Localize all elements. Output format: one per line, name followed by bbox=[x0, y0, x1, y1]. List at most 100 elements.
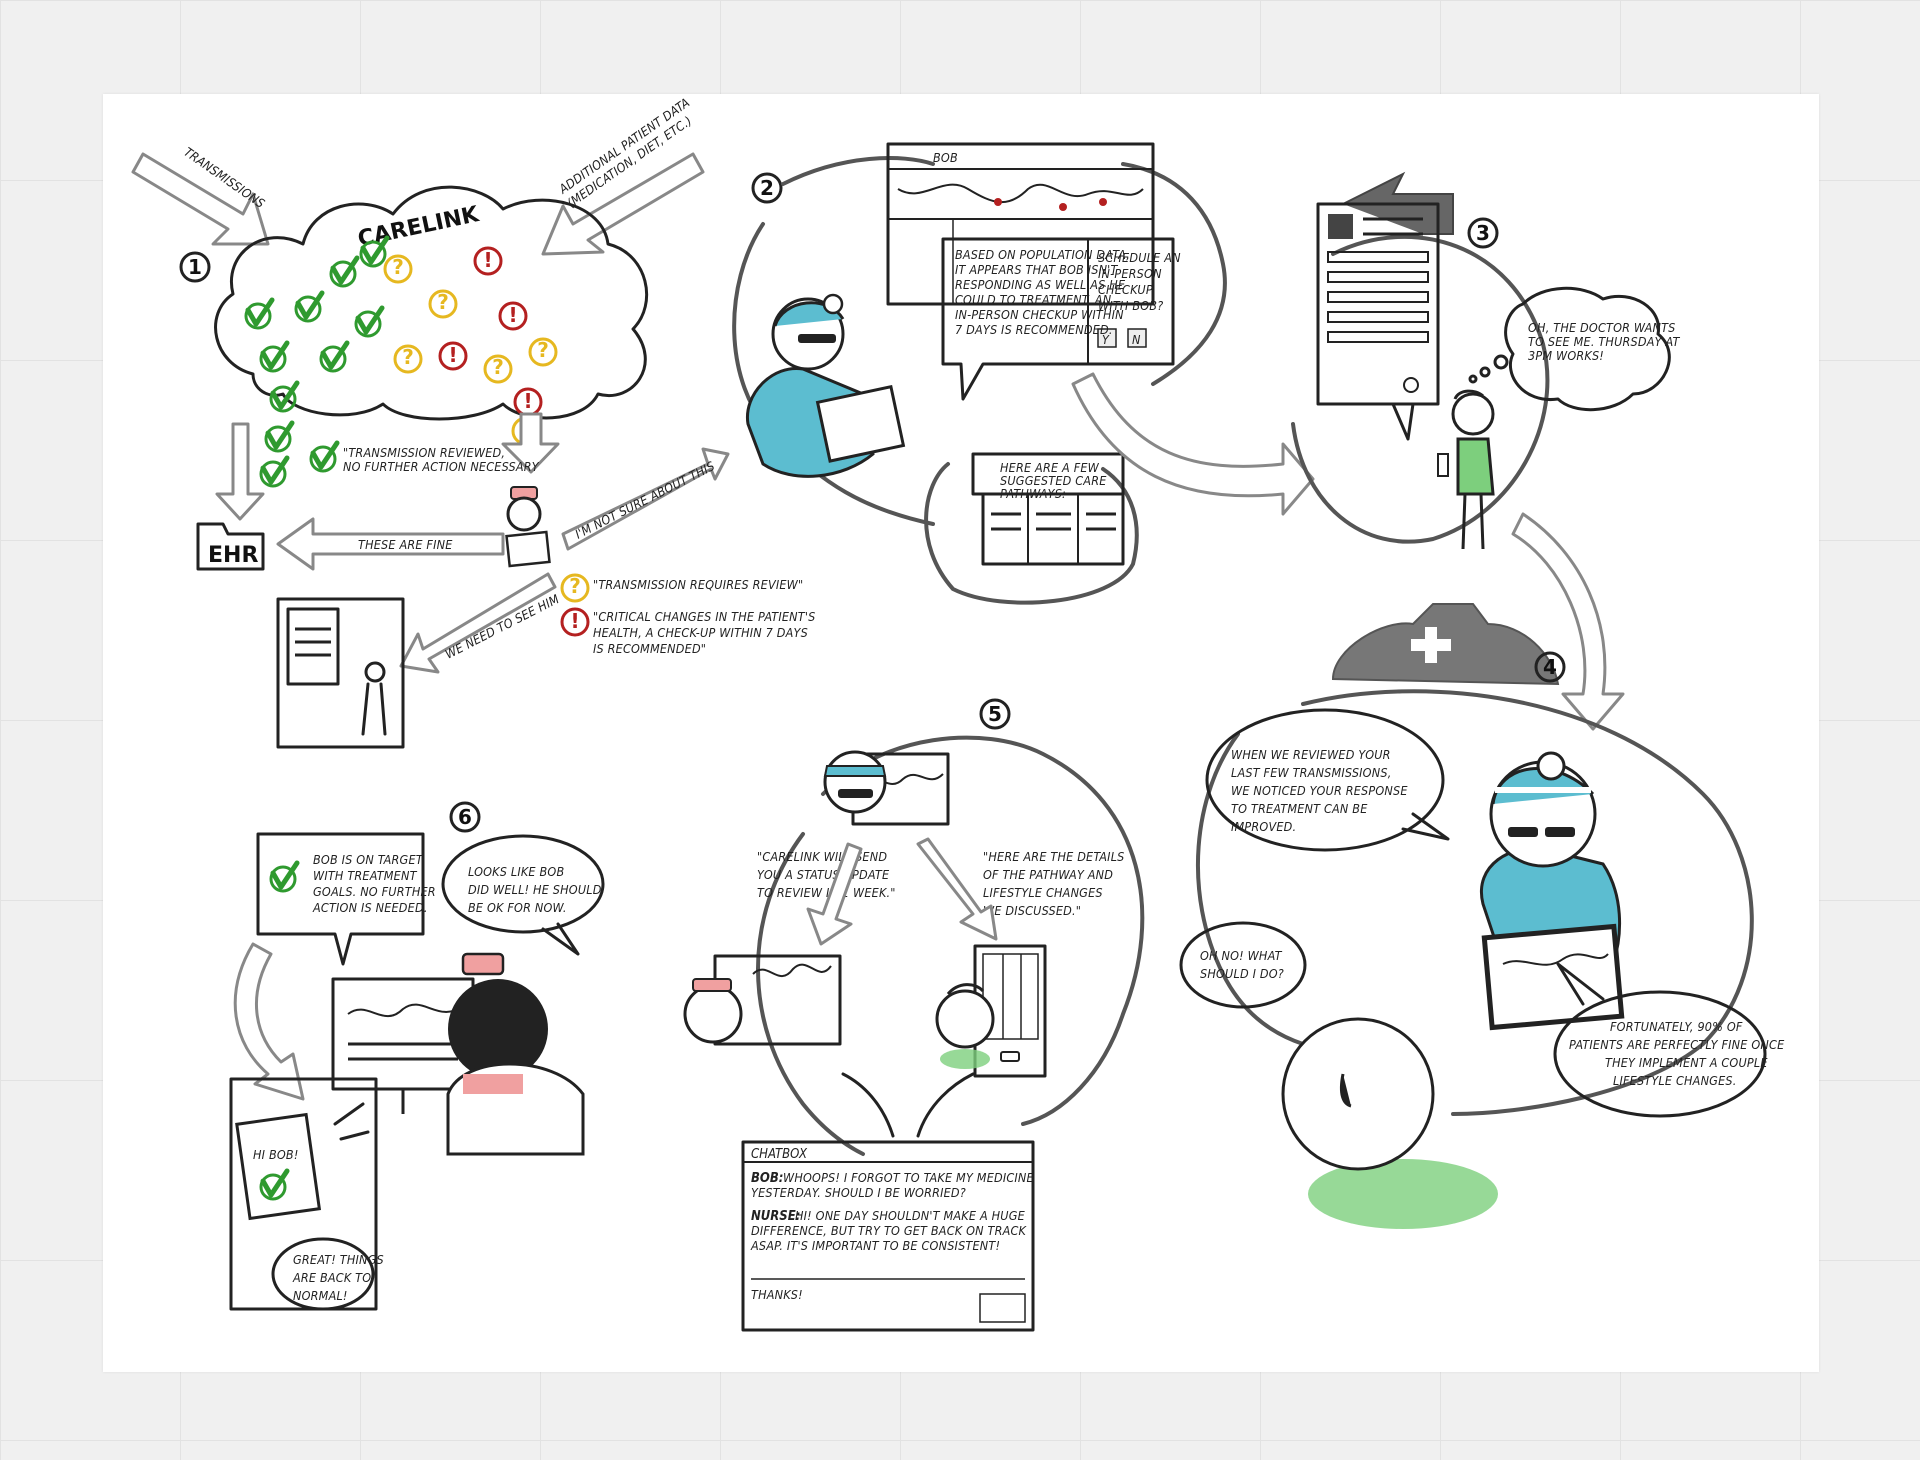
status-update-line2: YOU A STATUS UPDATE bbox=[757, 867, 890, 882]
nurse-line3: BE OK FOR NOW. bbox=[468, 900, 567, 915]
step-number-2: 2 bbox=[760, 176, 774, 200]
step-3-circle bbox=[1291, 234, 1550, 544]
check-icon bbox=[356, 308, 382, 336]
step-number-5: 5 bbox=[988, 702, 1002, 726]
status-line3: GOALS. NO FURTHER bbox=[313, 884, 436, 899]
ehr-folder-icon bbox=[196, 522, 265, 571]
carelink-cloud bbox=[214, 185, 649, 421]
appointment-card bbox=[1316, 202, 1440, 441]
chat-nurse-msg-2: DIFFERENCE, BUT TRY TO GET BACK ON TRACK bbox=[751, 1223, 1028, 1238]
thought-line3: 3PM WORKS! bbox=[1528, 348, 1604, 363]
patient-reply-line3: NORMAL! bbox=[293, 1288, 348, 1303]
patient-reply-line1: GREAT! THINGS bbox=[293, 1252, 384, 1267]
legend-ok-line2: NO FURTHER ACTION NECESSARY bbox=[343, 459, 540, 474]
step-number-circle bbox=[179, 251, 211, 283]
svg-text:IT APPEARS THAT BOB ISN'T: IT APPEARS THAT BOB ISN'T bbox=[955, 262, 1118, 277]
doctor-line1: WHEN WE REVIEWED YOUR bbox=[1231, 747, 1391, 762]
patient-reply-line2: ARE BACK TO bbox=[292, 1270, 371, 1285]
step-4-panel: 4 WHEN WE REVIEWED YOUR LAST FEW TRANSMI… bbox=[1179, 603, 1785, 1229]
status-line1: BOB IS ON TARGET bbox=[313, 852, 424, 867]
step-2-circle-top bbox=[781, 156, 1227, 386]
svg-text:CHECKUP: CHECKUP bbox=[1098, 282, 1153, 297]
storyboard-drawing: ? ! TRANSMISSIONS ADDITIONAL PATIENT DAT… bbox=[131, 95, 1785, 1332]
step-number-circle bbox=[751, 172, 783, 204]
status-update-line3: TO REVIEW IN 1 WEEK." bbox=[757, 885, 896, 900]
status-line2: WITH TREATMENT bbox=[313, 868, 418, 883]
details-line3: LIFESTYLE CHANGES bbox=[983, 885, 1103, 900]
these-are-fine-label: THESE ARE FINE bbox=[358, 537, 453, 552]
not-sure-arrow bbox=[561, 447, 730, 551]
ehr-label: EHR bbox=[208, 543, 258, 568]
step-number-circle bbox=[449, 801, 481, 833]
question-icon bbox=[528, 336, 558, 367]
status-update-line1: "CARELINK WILL SEND bbox=[757, 849, 887, 864]
svg-text:IN-PERSON: IN-PERSON bbox=[1098, 266, 1162, 281]
analysis-bubble: Y N bbox=[941, 237, 1175, 401]
yes-button-label: Y bbox=[1102, 332, 1110, 347]
schedule-text: SCHEDULE AN IN-PERSON CHECKUP WITH BOB? bbox=[1098, 250, 1181, 313]
chat-nurse-msg-1: HI! ONE DAY SHOULDN'T MAKE A HUGE bbox=[795, 1208, 1026, 1223]
chatbox-window[interactable] bbox=[741, 1140, 1035, 1332]
chat-arrows bbox=[841, 1072, 975, 1138]
step3-to-step4-arrow bbox=[1511, 512, 1625, 731]
check-icon bbox=[261, 458, 287, 486]
check-icon bbox=[246, 300, 272, 328]
not-sure-label: I'M NOT SURE ABOUT THIS bbox=[573, 458, 718, 542]
svg-text:IN-PERSON CHECKUP WITHIN: IN-PERSON CHECKUP WITHIN bbox=[955, 307, 1124, 322]
phone-greeting: HI BOB! bbox=[253, 1147, 299, 1162]
chat-bob-msg-2: YESTERDAY. SHOULD I BE WORRIED? bbox=[751, 1185, 966, 1200]
chat-reply-input[interactable]: THANKS! bbox=[751, 1287, 803, 1302]
details-line2: OF THE PATHWAY AND bbox=[983, 867, 1113, 882]
step-5-circle-left bbox=[756, 832, 865, 1156]
reassurance-line4: LIFESTYLE CHANGES. bbox=[1613, 1073, 1737, 1088]
chat-bob-msg-1: WHOOPS! I FORGOT TO TAKE MY MEDICINE bbox=[783, 1170, 1035, 1185]
carelink-title: CARELINK bbox=[356, 202, 482, 252]
doctor-speech-bubble bbox=[1205, 708, 1450, 852]
chart-window-title: BOB bbox=[933, 150, 958, 165]
bob-chart-window: BOB bbox=[886, 142, 1155, 306]
reassurance-line3: THEY IMPLEMENT A COUPLE bbox=[1605, 1055, 1768, 1070]
thought-bubble bbox=[1468, 286, 1671, 412]
nurse-figure bbox=[505, 486, 551, 568]
svg-text:BASED ON POPULATION DATA,: BASED ON POPULATION DATA, bbox=[955, 247, 1130, 262]
medical-cross-icon bbox=[1411, 627, 1451, 663]
question-icon bbox=[383, 253, 413, 284]
down-left-arrow bbox=[806, 842, 863, 946]
svg-text:RESPONDING AS WELL AS HE: RESPONDING AS WELL AS HE bbox=[955, 277, 1126, 292]
thought-line1: OH, THE DOCTOR WANTS bbox=[1528, 320, 1676, 335]
patient-line2: SHOULD I DO? bbox=[1200, 966, 1284, 981]
storyboard-canvas: ? ! TRANSMISSIONS ADDITIONAL PATIENT DAT… bbox=[103, 94, 1819, 1372]
step-number-circle bbox=[1467, 217, 1499, 249]
patient-phone-bottom bbox=[935, 944, 1047, 1078]
check-icon bbox=[321, 343, 347, 371]
chatbox-send-button[interactable] bbox=[979, 1293, 1026, 1323]
nurse-desk-scene bbox=[331, 952, 585, 1156]
step-5-panel: 5 "CARELINK WILL SEND YOU A STATUS UPDAT… bbox=[683, 698, 1145, 1332]
nurse-monitor-top bbox=[823, 750, 950, 826]
doctor-line4: TO TREATMENT CAN BE bbox=[1231, 801, 1368, 816]
legend-ok-line1: "TRANSMISSION REVIEWED, bbox=[343, 445, 505, 460]
step-number-3: 3 bbox=[1476, 221, 1490, 245]
legend-review-text: "TRANSMISSION REQUIRES REVIEW" bbox=[593, 577, 803, 592]
step-3-panel: 3 OH, THE DOCTOR WANTS TO SEE ME. THURSD… bbox=[1291, 171, 1680, 731]
svg-text:WITH BOB?: WITH BOB? bbox=[1098, 298, 1163, 313]
question-icon bbox=[483, 353, 513, 384]
patient-data-arrow bbox=[541, 152, 705, 256]
exclamation-icon bbox=[438, 341, 468, 371]
question-icon bbox=[428, 288, 458, 319]
reassurance-bubble bbox=[1553, 962, 1767, 1118]
nurse-line2: DID WELL! HE SHOULD bbox=[468, 882, 602, 897]
doctor-line3: WE NOTICED YOUR RESPONSE bbox=[1231, 783, 1408, 798]
pathways-line1: HERE ARE A FEW bbox=[1000, 460, 1100, 475]
legend-question-icon bbox=[560, 572, 590, 603]
step-2-panel: 2 BOB Y N BASED ON POPULATION DATA, bbox=[732, 142, 1315, 605]
step-5-circle-right bbox=[821, 735, 1145, 1126]
legend-check-icon bbox=[311, 443, 337, 471]
step-number-4: 4 bbox=[1543, 655, 1557, 679]
doctor-line2: LAST FEW TRANSMISSIONS, bbox=[1231, 765, 1391, 780]
patient-phone-scene bbox=[229, 1077, 378, 1311]
chat-nurse-label: NURSE: bbox=[751, 1209, 800, 1224]
down-arrow-to-phone bbox=[233, 942, 305, 1101]
svg-text:7 DAYS IS RECOMMENDED.: 7 DAYS IS RECOMMENDED. bbox=[955, 322, 1113, 337]
exclamation-icon bbox=[498, 301, 528, 331]
